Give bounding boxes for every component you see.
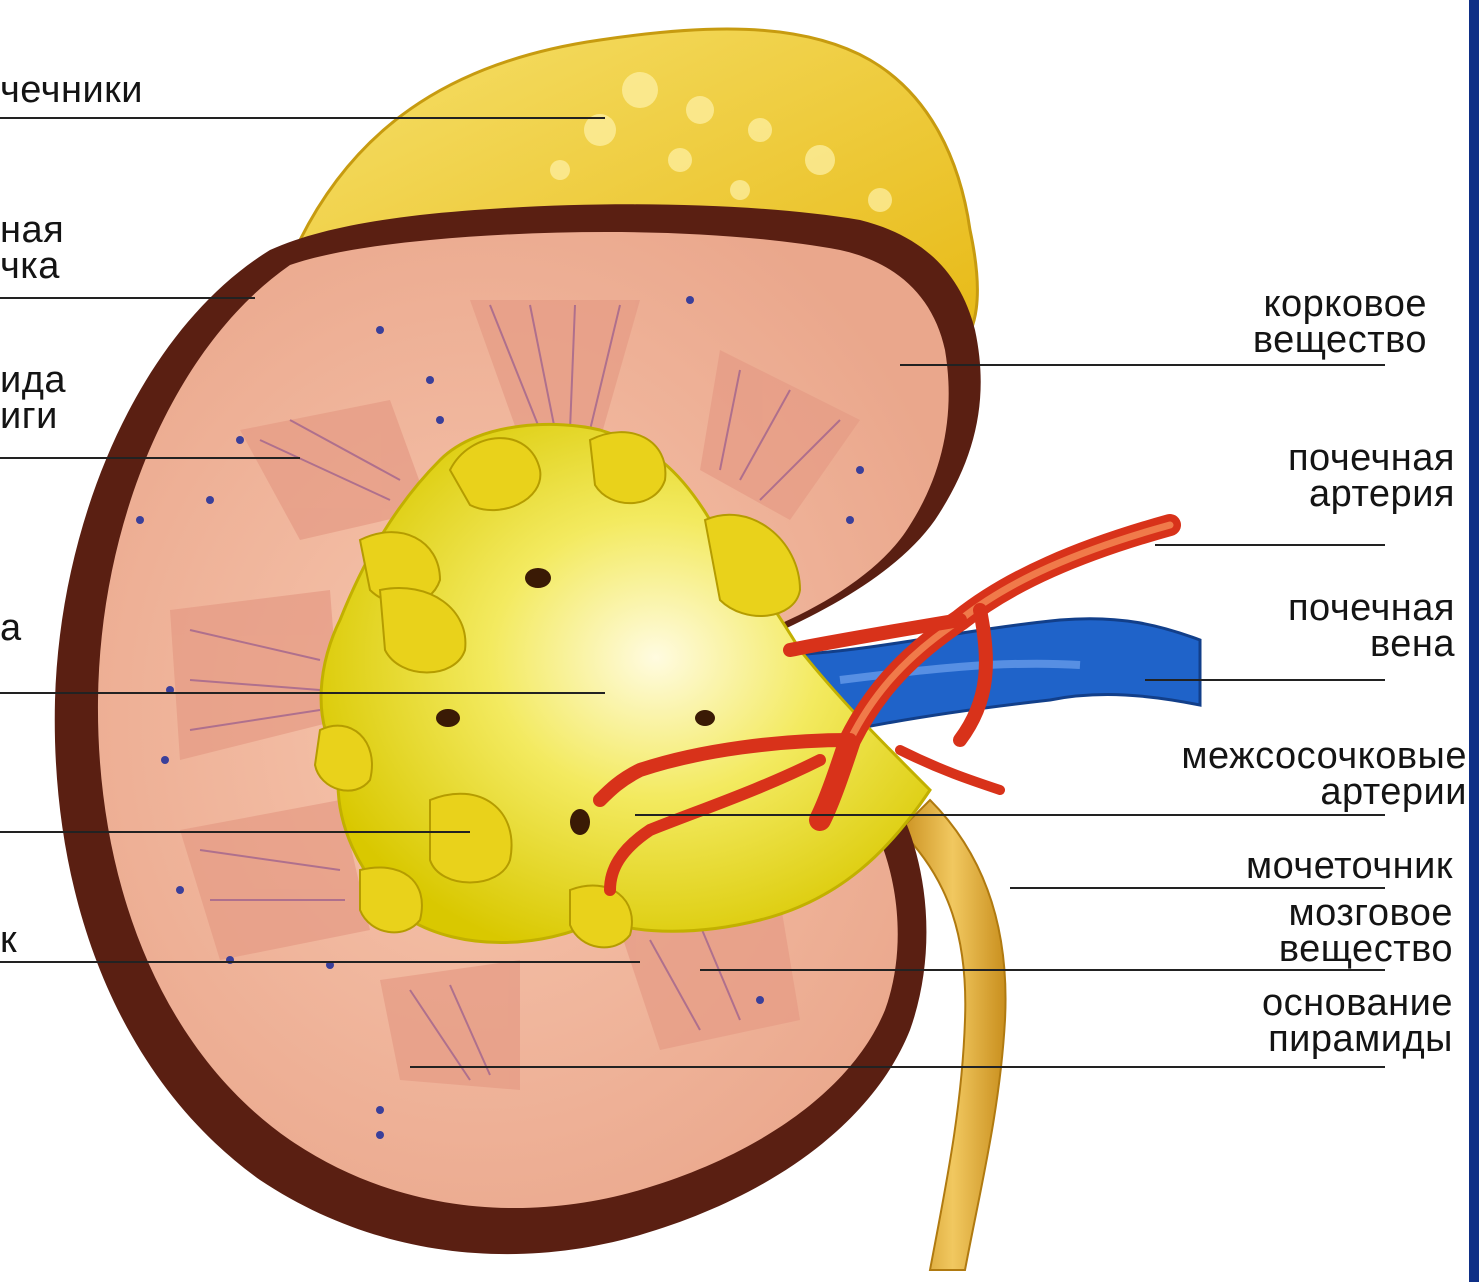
label-line: артерия [1288, 476, 1455, 512]
label-renal-artery: почечная артерия [1288, 440, 1455, 512]
label-line: корковое [1253, 286, 1427, 322]
label-renal-vein: почечная вена [1288, 590, 1455, 662]
label-pyramid-base: основание пирамиды [1262, 985, 1453, 1057]
label-line: к [0, 922, 17, 958]
label-line: чка [0, 248, 64, 284]
label-left-fragment-4: а [0, 610, 22, 646]
label-line: межсосочковые [1181, 738, 1467, 774]
label-line: почечная [1288, 440, 1455, 476]
label-ureter: мочеточник [1246, 848, 1453, 884]
slide-edge-bar [1469, 0, 1479, 1282]
label-cortex: корковое вещество [1253, 286, 1427, 358]
label-line: основание [1262, 985, 1453, 1021]
label-interlobar-arteries: межсосочковые артерии [1181, 738, 1467, 810]
label-line: пирамиды [1262, 1021, 1453, 1057]
label-medulla: мозговое вещество [1279, 895, 1453, 967]
label-line: почечная [1288, 590, 1455, 626]
label-line: вена [1288, 626, 1455, 662]
label-line: вещество [1279, 931, 1453, 967]
label-left-fragment-5: к [0, 922, 17, 958]
label-line: а [0, 610, 22, 646]
label-line: артерии [1181, 774, 1467, 810]
label-line: иги [0, 398, 66, 434]
label-adrenal-fragment: чечники [0, 72, 143, 108]
label-line: ная [0, 212, 64, 248]
label-line: мозговое [1279, 895, 1453, 931]
label-line: вещество [1253, 322, 1427, 358]
label-line: мочеточник [1246, 848, 1453, 884]
label-pyramid-fragment: ида иги [0, 362, 66, 434]
label-capsule-fragment: ная чка [0, 212, 64, 284]
label-line: чечники [0, 72, 143, 108]
label-line: ида [0, 362, 66, 398]
